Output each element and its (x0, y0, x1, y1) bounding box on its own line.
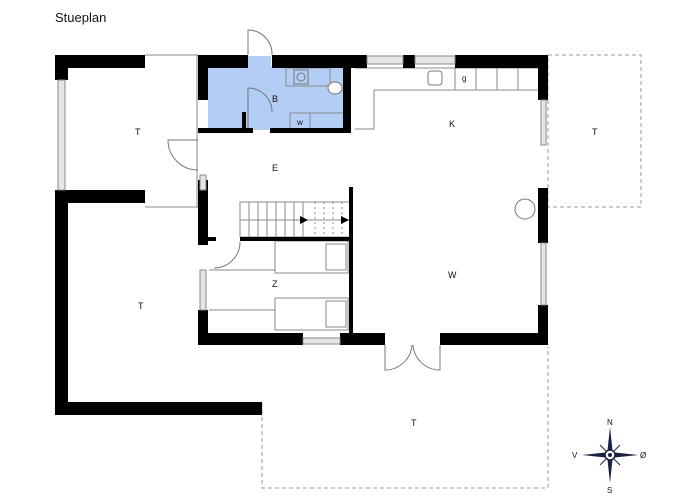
room-label-terrace: T (411, 418, 417, 428)
terrace-outlines (261, 54, 642, 489)
room-label-bedroom: Z (272, 279, 278, 289)
svg-text:N: N (607, 418, 613, 427)
room-label-living: W (448, 270, 457, 280)
stairs (248, 202, 343, 237)
doors (167, 29, 441, 371)
stove-icon (514, 198, 536, 220)
room-label-entrance: E (272, 163, 278, 173)
room-label-terrace: T (138, 301, 144, 311)
walls (55, 55, 548, 415)
svg-text:Ø: Ø (640, 451, 646, 460)
plan-title: Stueplan (55, 10, 107, 25)
toilet-icon (327, 81, 343, 95)
terrace-right-outline (547, 54, 642, 208)
kitchen-sink-icon (427, 70, 443, 86)
terrace-bottom-outline (261, 347, 549, 489)
room-label-kitchen: K (449, 119, 455, 129)
svg-text:V: V (572, 451, 578, 460)
stair-arrow-icon (300, 216, 308, 224)
room-label-terrace: T (135, 127, 141, 137)
stair-arrow-icon (341, 216, 349, 224)
windows (57, 55, 547, 345)
bathroom-floor (208, 66, 346, 130)
room-label-bathroom: B (272, 94, 278, 104)
svg-text:S: S (607, 486, 612, 495)
compass-icon: N S V Ø (572, 418, 646, 495)
room-label-washer: w (296, 118, 303, 127)
room-label-terrace: T (592, 127, 598, 137)
room-label-fridge: g (462, 74, 466, 83)
sink-icon (293, 69, 309, 85)
